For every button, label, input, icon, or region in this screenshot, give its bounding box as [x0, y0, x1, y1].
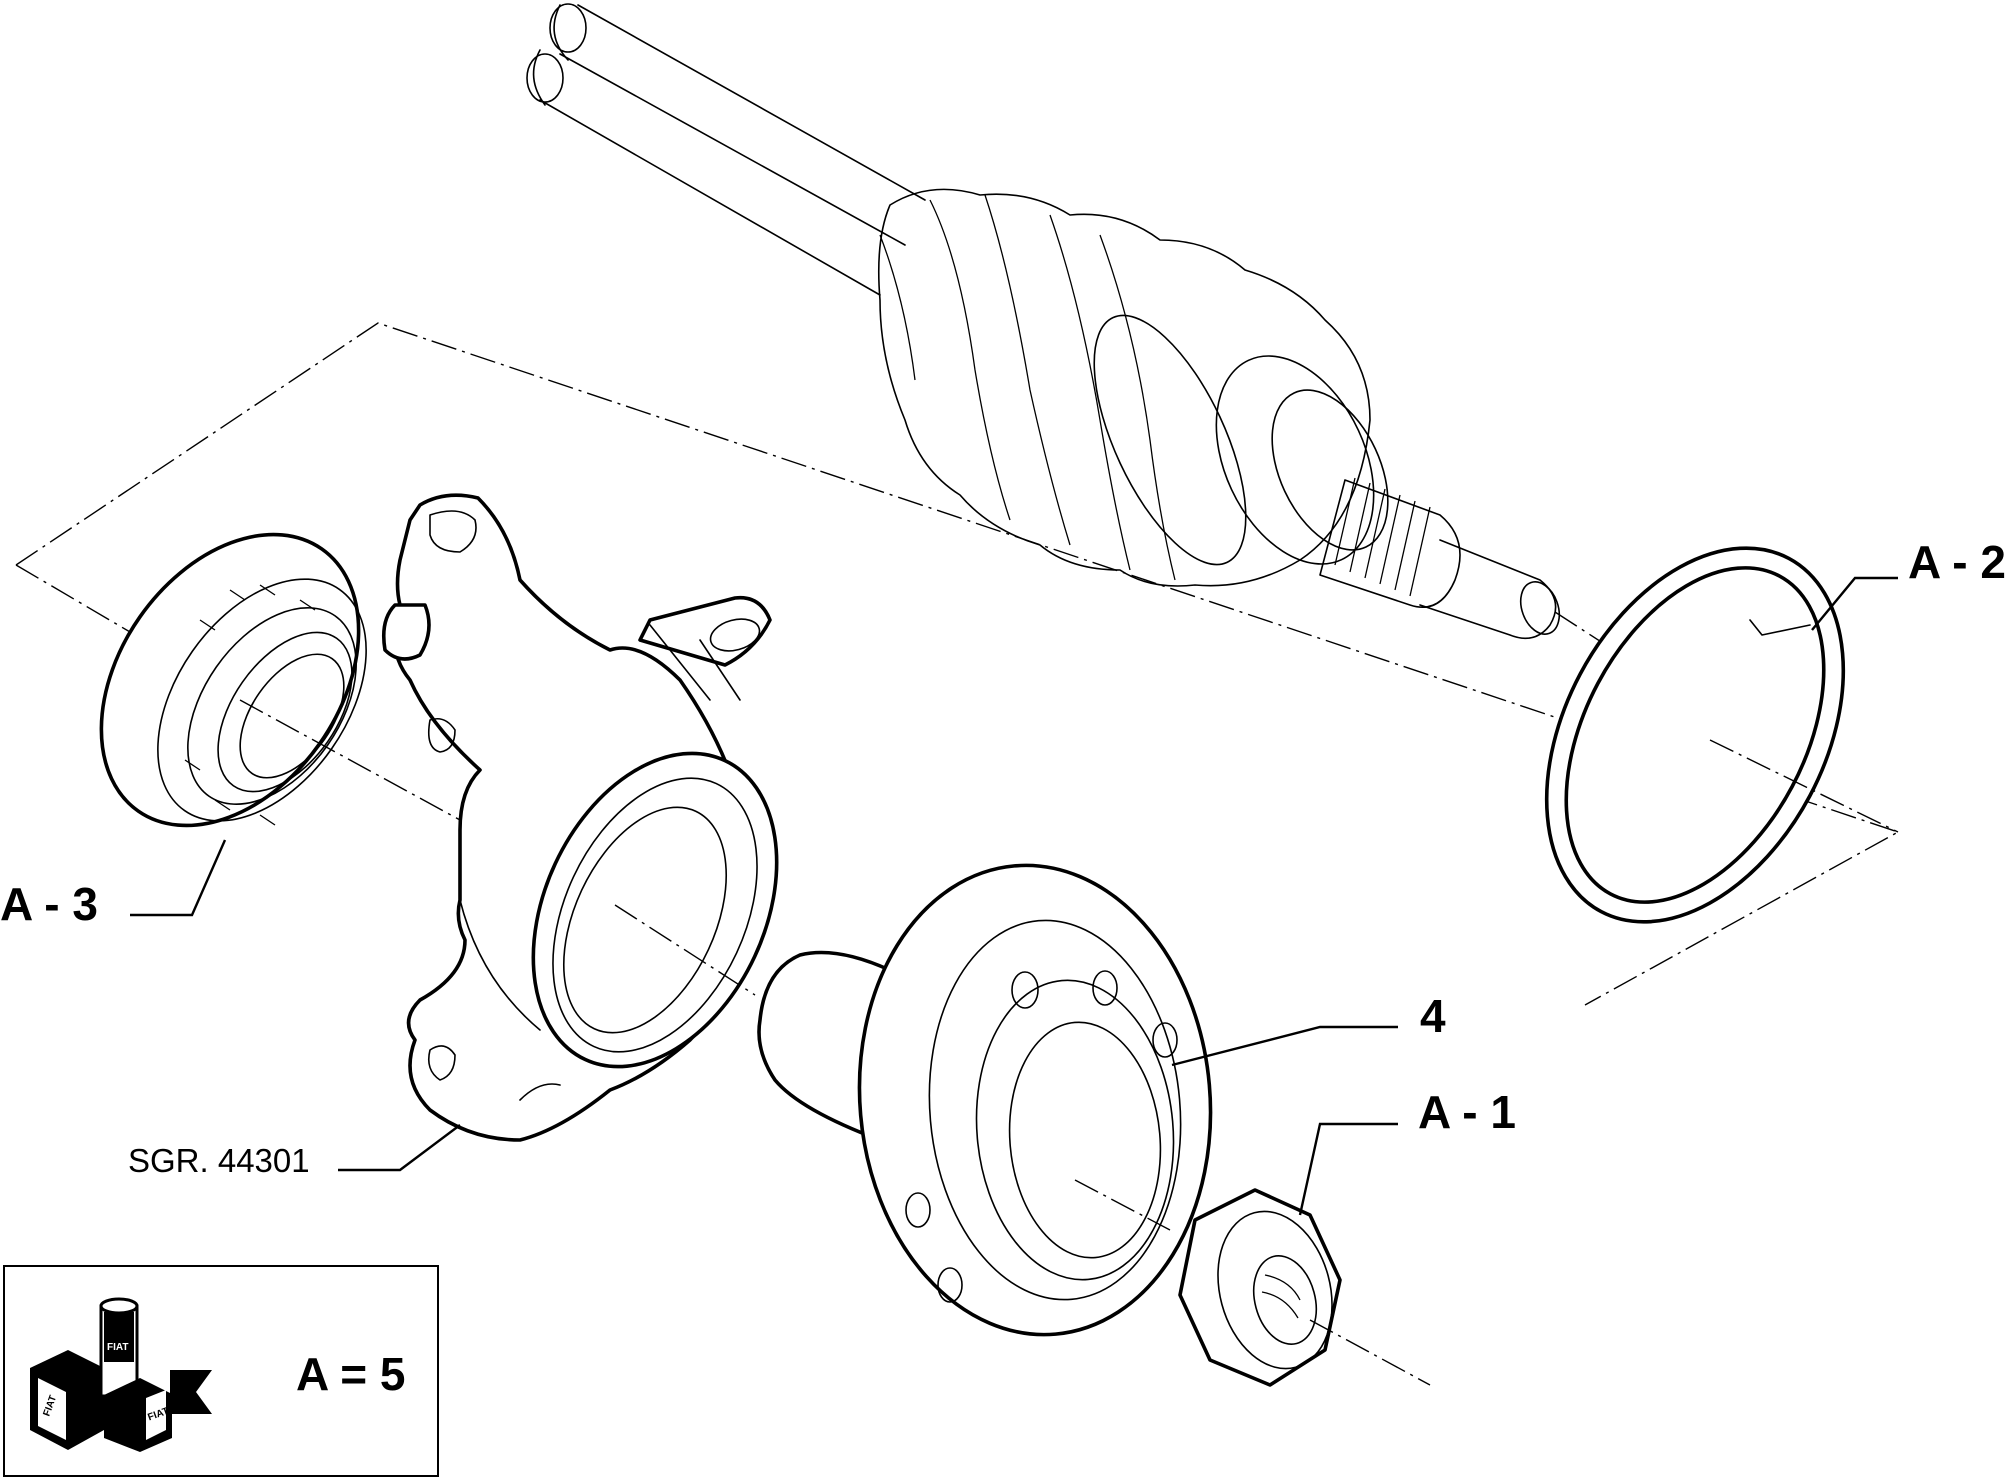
snap-ring: [1544, 546, 1899, 924]
callout-sgr-reference: SGR. 44301: [128, 1142, 310, 1179]
spline-teeth: [1334, 477, 1431, 597]
callout-a2: A - 2: [1908, 536, 2006, 588]
drive-shaft: [526, 3, 1661, 681]
callout-a3: A - 3: [0, 878, 98, 930]
callout-a1: A - 1: [1418, 1086, 1516, 1138]
legend-text: A = 5: [296, 1348, 406, 1400]
callout-part-4: 4: [1420, 990, 1446, 1042]
lubricant-legend: FIAT FIAT FIAT A = 5: [3, 1265, 439, 1477]
hub-bolt-holes: [905, 970, 1178, 1303]
icon-word-2: FIAT: [107, 1342, 128, 1353]
oil-can-lubricant-icon: FIAT FIAT FIAT: [30, 1297, 212, 1452]
assembly-outline: [15, 322, 1900, 1006]
bearing-rollers: [184, 584, 316, 826]
wheel-hub: [757, 863, 1213, 1337]
hub-nut: [1178, 1188, 1431, 1387]
leader-lines: [130, 576, 1898, 1216]
steering-knuckle: [381, 493, 779, 1142]
wheel-bearing: [99, 532, 461, 828]
